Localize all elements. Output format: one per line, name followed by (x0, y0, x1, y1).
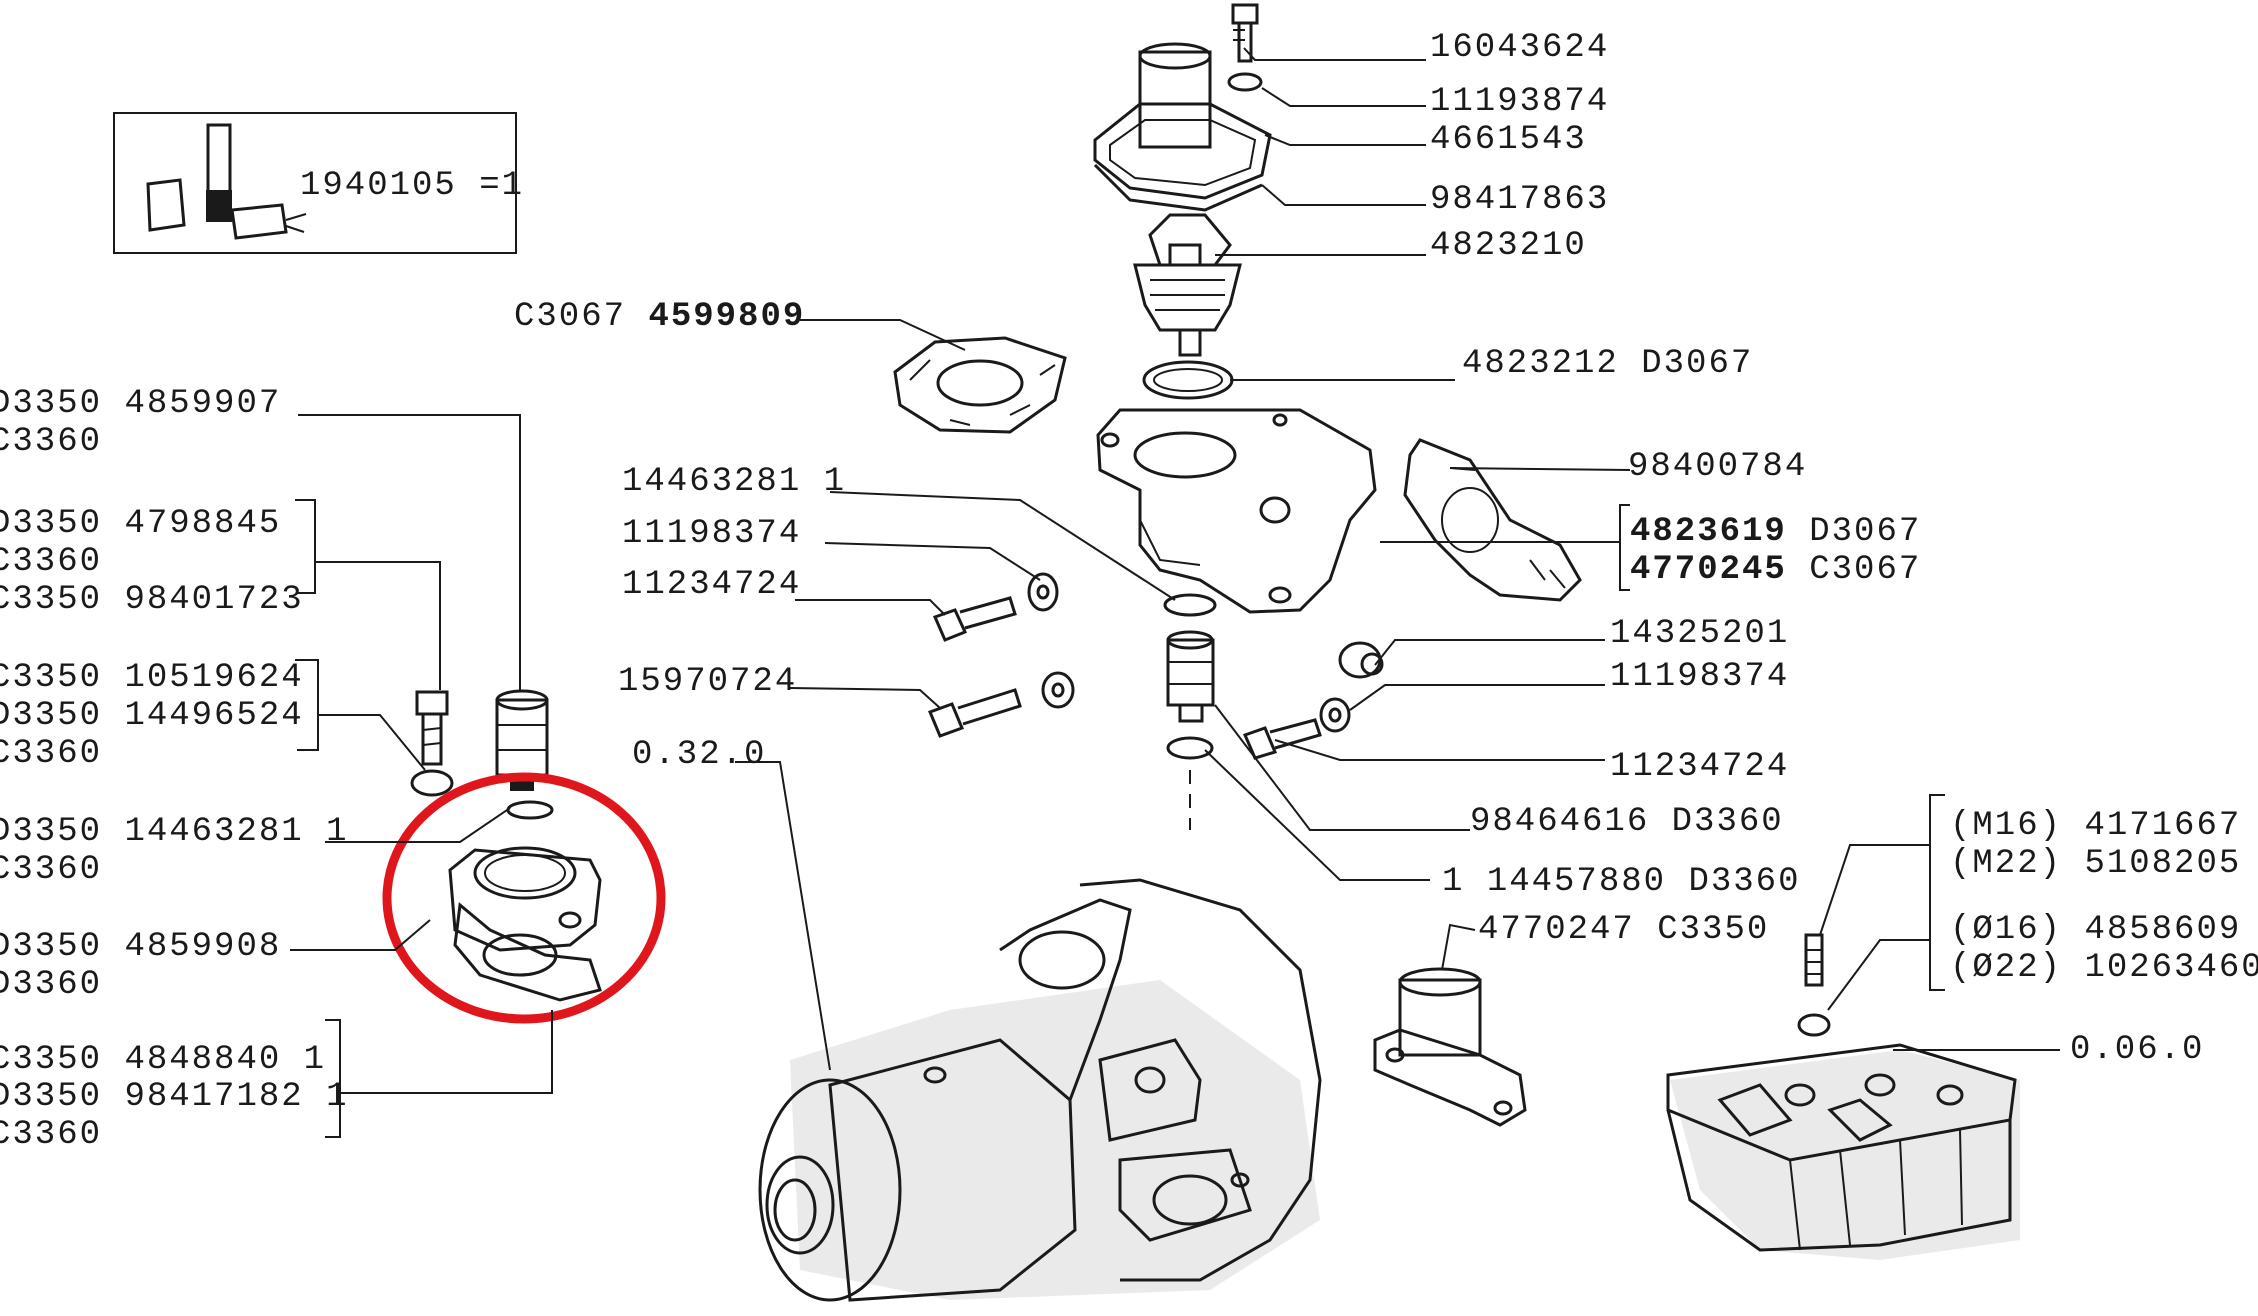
plug-drawing (1338, 641, 1384, 679)
water-pump-drawing (758, 878, 1322, 1302)
label-washer: 11193874 (1430, 83, 1609, 121)
label-plug: 14325201 (1610, 615, 1789, 653)
thermostat-housing-drawing (1096, 408, 1377, 614)
label-o-ring: 14463281 1 (622, 463, 846, 501)
label-left-r3b: D3350 14496524 (0, 697, 304, 735)
label-m22: (M22) 5108205 (1950, 845, 2241, 883)
label-left-r5b: D3360 (0, 966, 102, 1004)
label-bolt-b: 15970724 (618, 663, 797, 701)
gasket-c3067-drawing (893, 336, 1067, 434)
highlight-circle (382, 772, 666, 1024)
label-m16: (M16) 4171667 (1950, 807, 2241, 845)
label-left-r4b: C3360 (0, 851, 102, 889)
label-gasket: 98417863 (1430, 181, 1609, 219)
label-left-r6b: D3350 98417182 1 (0, 1078, 348, 1116)
label-left-r2a: D3350 4798845 (0, 505, 281, 543)
label-housing-option-2: 4770245 C3067 (1630, 551, 1921, 589)
o-ring-drawing (1163, 593, 1217, 617)
top-bolt-drawing (1227, 3, 1263, 92)
label-d22: (Ø22) 10263460 (1950, 949, 2258, 987)
top-assembly-labels: 16043624 11193874 4661543 98417863 48232… (514, 29, 1921, 589)
washer-b-upper-drawing (1041, 671, 1075, 709)
label-elbow: 4770247 C3350 (1478, 911, 1769, 949)
label-housing-option-1: 4823619 D3067 (1630, 513, 1921, 551)
bolt-c-drawing (1242, 718, 1322, 760)
label-washer-a: 11198374 (622, 515, 801, 553)
right-labels: (M16) 4171667 (M22) 5108205 (Ø16) 485860… (1950, 807, 2258, 1069)
label-housing-cover: 4661543 (1430, 121, 1587, 159)
label-left-r2b: C3360 (0, 543, 102, 581)
leader-lines (290, 47, 2060, 1138)
label-group-0320: 0.32.0 (632, 736, 766, 774)
housing-cover-drawing (1093, 42, 1272, 212)
label-left-r3c: C3360 (0, 735, 102, 773)
seal-ring-drawing (1142, 360, 1234, 400)
left-flange-drawing (448, 800, 602, 1002)
label-left-r6a: C3350 4848840 1 (0, 1041, 326, 1079)
left-bolt-drawing (410, 690, 454, 797)
label-thermostat: 4823210 (1430, 227, 1587, 265)
label-washer-b: 11198374 (1610, 658, 1789, 696)
inset-code: 1940105 =1 (300, 167, 524, 205)
inset-box: 1940105 =1 (113, 112, 524, 254)
label-left-r2c: C3350 98401723 (0, 581, 304, 619)
ring-drawing (1166, 736, 1214, 830)
label-connector: 98464616 D3360 (1470, 803, 1784, 841)
label-bolt-a: 11234724 (622, 566, 801, 604)
elbow-drawing (1373, 967, 1527, 1127)
label-left-r3a: C3350 10519624 (0, 659, 304, 697)
inset-part-icon (146, 123, 307, 240)
temp-sensor-drawing (1797, 933, 1831, 1037)
cylinder-head-drawing (1666, 1043, 2020, 1260)
label-left-r4a: D3350 14463281 1 (0, 813, 348, 851)
label-bolt: 16043624 (1430, 29, 1609, 67)
label-gasket-c3067: C3067 4599809 (514, 298, 805, 336)
left-labels: D3350 4859907 C3360 D3350 4798845 C3360 … (0, 385, 348, 1154)
label-left-r5a: D3350 4859908 (0, 928, 281, 966)
middle-labels: 14463281 1 11198374 11234724 15970724 0.… (618, 463, 1800, 949)
label-left-r1b: C3360 (0, 423, 102, 461)
label-body-gasket: 98400784 (1628, 448, 1807, 486)
washer-b-lower-drawing (1319, 697, 1351, 733)
body-gasket-drawing (1403, 438, 1582, 602)
label-left-r6c: C3360 (0, 1116, 102, 1154)
label-bolt-c: 11234724 (1610, 748, 1789, 786)
thermostat-drawing (1133, 213, 1242, 357)
label-d16: (Ø16) 4858609 (1950, 911, 2241, 949)
label-group-0060: 0.06.0 (2070, 1031, 2204, 1069)
bolt-b-drawing (928, 688, 1022, 738)
connector-drawing (1166, 630, 1215, 723)
washer-a-drawing (1027, 572, 1059, 612)
label-seal-ring: 4823212 D3067 (1462, 345, 1753, 383)
label-ring: 1 14457880 D3360 (1442, 863, 1800, 901)
label-left-r1a: D3350 4859907 (0, 385, 281, 423)
bolt-a-drawing (932, 596, 1017, 642)
